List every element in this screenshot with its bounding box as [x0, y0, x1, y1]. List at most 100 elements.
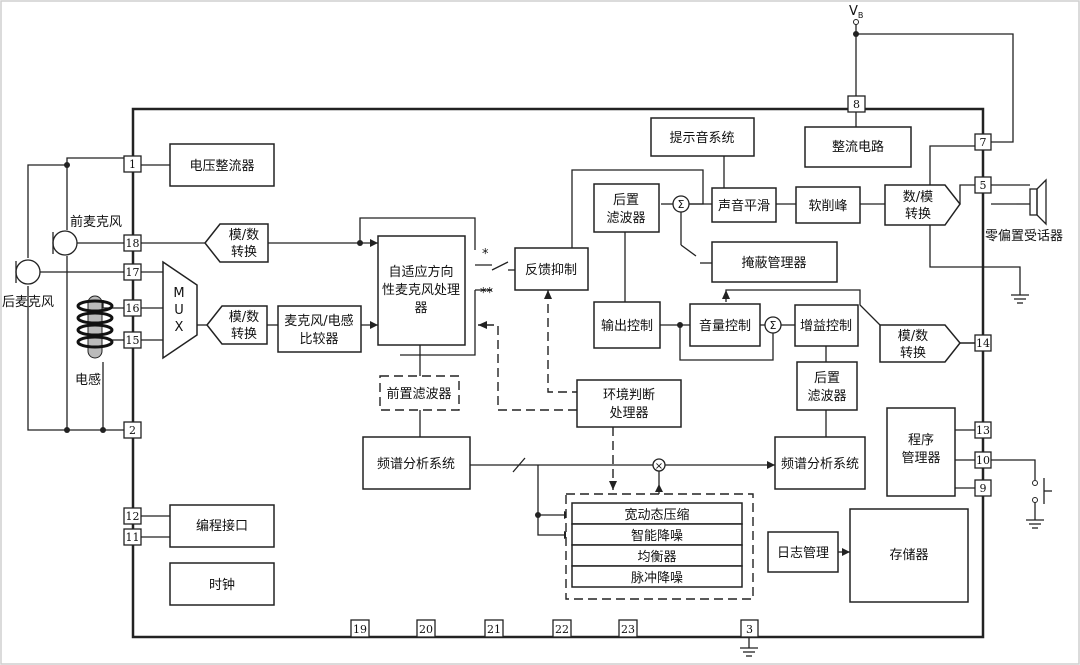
pin-11 [123, 528, 142, 546]
impulse-nr-label: 脉冲降噪 [631, 571, 683, 586]
receiver-label: 零偏置受话器 [985, 229, 1063, 244]
adc-right-line2: 转换 [900, 346, 926, 361]
sum-node-top [672, 195, 690, 213]
pin-3-label: 3 [746, 623, 753, 636]
rear-mic [15, 259, 41, 285]
pins: 1 18 17 16 15 2 12 11 8 7 5 14 13 10 9 1… [123, 95, 992, 638]
rectifier-block [804, 126, 912, 168]
multiplier-node [652, 458, 666, 472]
gain-control-label: 增益控制 [800, 319, 852, 334]
dac-line2: 转换 [905, 207, 931, 222]
pin-18-label: 18 [126, 237, 140, 250]
adc-right-line1: 模/数 [898, 329, 928, 344]
spectrum-left-block [362, 436, 471, 490]
pin-12 [123, 507, 142, 525]
spectrum-right-label: 频谱分析系统 [781, 457, 859, 472]
sound-smoothing-block [711, 187, 777, 223]
pin-18 [123, 234, 142, 252]
masking-manager-label: 掩蔽管理器 [741, 256, 806, 271]
push-button-icon [1032, 478, 1052, 504]
rear-mic-label: 后麦克风 [2, 295, 54, 310]
pin-1-label: 1 [129, 158, 136, 171]
wdrc-label: 宽动态压缩 [624, 507, 689, 523]
mux-letter-u: U [174, 303, 184, 318]
adc-mid-line1: 模/数 [229, 310, 259, 325]
program-manager-block [886, 407, 956, 497]
pre-filter-block [379, 375, 460, 411]
feedback-suppression-block [514, 247, 589, 291]
pin-22 [552, 619, 572, 638]
env-processor-block [576, 379, 682, 428]
adc-mid-line2: 转换 [231, 327, 257, 342]
pin-5-label: 5 [980, 179, 987, 192]
log-manager-label: 日志管理 [777, 546, 829, 561]
rectifier-label: 整流电路 [832, 139, 884, 155]
program-manager-line2: 管理器 [901, 451, 940, 466]
pin-23 [618, 619, 638, 638]
mux-letter-m: M [173, 286, 184, 301]
pin-22-label: 22 [555, 623, 569, 636]
equalizer-label: 均衡器 [637, 550, 676, 565]
prompt-system-block [650, 117, 755, 157]
pin-17-label: 17 [126, 266, 140, 279]
ground-icon [1011, 294, 1029, 304]
pin-19-label: 19 [353, 623, 367, 636]
memory-label: 存储器 [889, 548, 928, 563]
mic-comparator-block [277, 305, 362, 353]
adc-top-block [204, 223, 269, 263]
post-filter-mid-line1: 后置 [814, 371, 840, 386]
mux-letter-x: X [175, 320, 184, 335]
pin-11-label: 11 [126, 531, 140, 544]
adaptive-processor-line3: 器 [414, 301, 427, 316]
pin-1 [123, 155, 142, 173]
volume-control-block [689, 303, 761, 347]
env-processor-line2: 处理器 [609, 406, 648, 421]
sum-node-mid [764, 316, 782, 334]
soft-clipping-label: 软削峰 [808, 199, 847, 214]
smart-nr-label: 智能降噪 [631, 529, 683, 544]
pin-10 [974, 451, 992, 469]
ground-icon [1026, 519, 1044, 529]
dac-block [884, 184, 961, 226]
sum-symbol-mid: Σ [770, 319, 777, 332]
prog-interface-block [169, 504, 275, 548]
adc-right-block [879, 324, 961, 363]
multiplier-symbol: × [655, 461, 663, 472]
pin-5 [974, 176, 992, 194]
adc-top-line1: 模/数 [229, 228, 259, 243]
prog-interface-label: 编程接口 [196, 518, 248, 534]
clock-block [169, 562, 275, 606]
post-filter-top-line2: 滤波器 [606, 211, 645, 226]
pin-7 [974, 133, 992, 151]
pin-8 [847, 95, 866, 113]
adaptive-processor-line1: 自适应方向 [388, 264, 453, 280]
pin-20 [416, 619, 436, 638]
adc-mid-block [206, 305, 268, 345]
voltage-regulator-block [169, 143, 275, 187]
pin-20-label: 20 [419, 623, 433, 636]
inductor-label: 电感 [75, 372, 101, 388]
pin-16 [123, 299, 142, 317]
impulse-nr-block [571, 565, 743, 588]
clock-label: 时钟 [209, 577, 235, 593]
spectrum-right-block [774, 436, 866, 490]
switch-marker-b: ** [480, 286, 494, 301]
pin-13 [974, 421, 992, 439]
inductor-coil-icon [76, 295, 114, 359]
pin-23-label: 23 [621, 623, 635, 636]
pin-14 [974, 334, 992, 352]
post-filter-mid-block [796, 361, 858, 411]
sum-symbol-top: Σ [678, 198, 685, 211]
output-control-block [593, 301, 661, 349]
pin-12-label: 12 [126, 510, 140, 523]
ground-icon [740, 647, 758, 657]
pin-3 [740, 619, 759, 638]
log-manager-block [767, 531, 839, 573]
pin-10-label: 10 [976, 454, 990, 467]
pin-2 [123, 421, 142, 439]
pin-15-label: 15 [126, 334, 140, 347]
post-filter-top-line1: 后置 [613, 193, 639, 208]
pin-15 [123, 331, 142, 349]
pin-21 [484, 619, 504, 638]
